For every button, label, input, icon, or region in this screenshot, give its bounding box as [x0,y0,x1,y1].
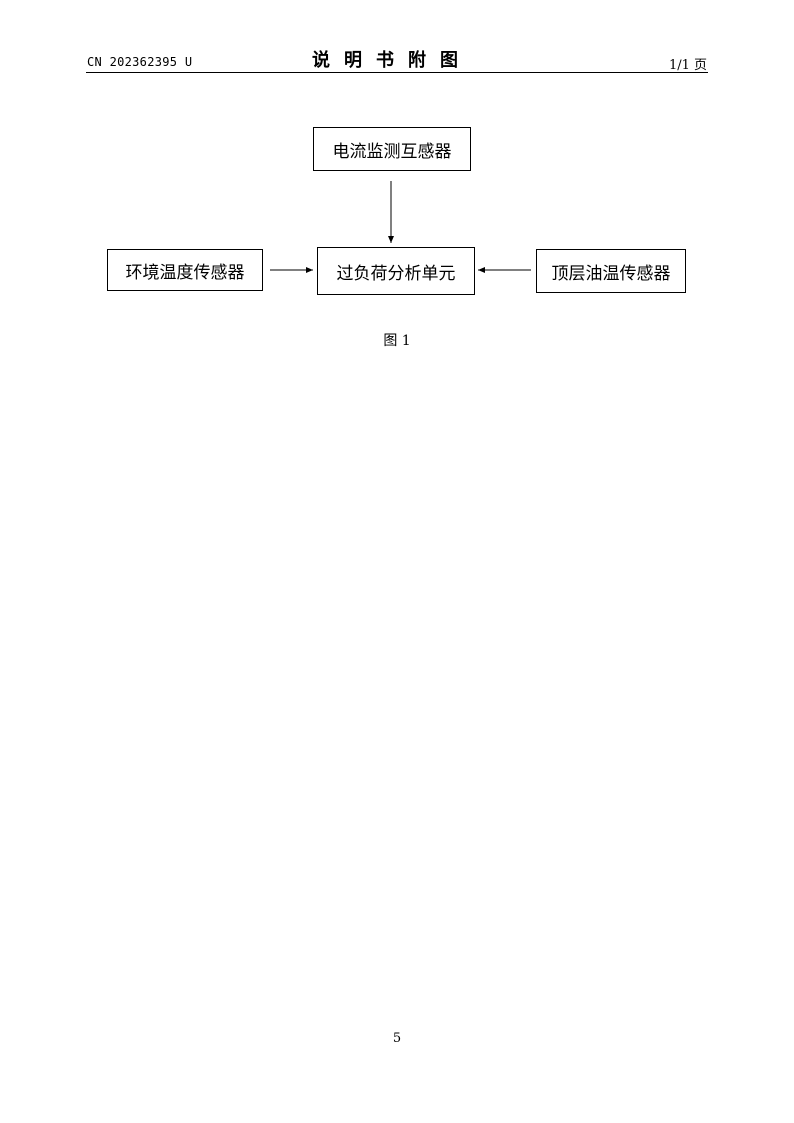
overload-analysis-unit-box: 过负荷分析单元 [317,247,475,295]
top-oil-temperature-sensor-label: 顶层油温传感器 [551,263,671,284]
patent-number: CN 202362395 U [87,55,193,69]
top-oil-temperature-sensor-box: 顶层油温传感器 [536,249,686,293]
current-transformer-box: 电流监测互感器 [313,127,471,171]
ambient-temperature-sensor-label: 环境温度传感器 [125,262,245,283]
section-title: 说明书附图 [312,50,472,71]
overload-analysis-unit-label: 过负荷分析单元 [336,263,456,284]
header-rule [86,72,708,73]
page-indicator: 1/1 页 [668,58,707,73]
figure-caption: 图 1 [383,333,411,349]
ambient-temperature-sensor-box: 环境温度传感器 [107,249,263,291]
current-transformer-label: 电流监测互感器 [332,141,452,162]
page-number: 5 [392,1031,402,1046]
